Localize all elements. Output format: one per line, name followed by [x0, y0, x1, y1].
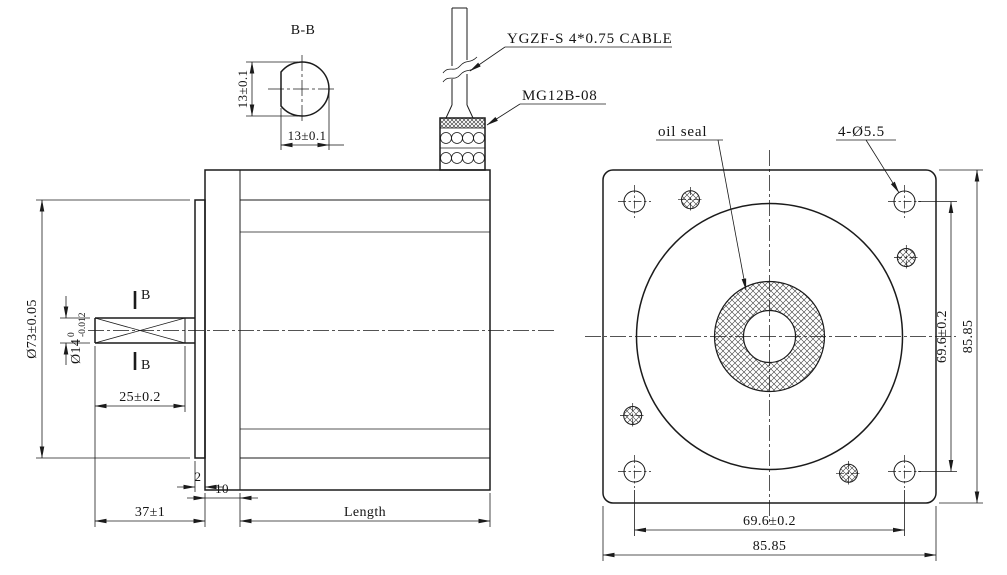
motor-body-outline [204, 169, 491, 491]
dim-body-length: Length [239, 493, 491, 527]
dim-boss-step: 2 [177, 461, 223, 492]
dim-shaft-tol-upper: 0 [67, 332, 77, 337]
dim-flange-right-text: 85.85 [961, 320, 976, 354]
section-view-bb: B-B 13±0.1 13±0.1 [235, 23, 344, 150]
cable [442, 7, 478, 119]
section-letter-bottom: B [141, 358, 151, 373]
mounting-hole-bottom-right [888, 455, 921, 488]
dim-flat-length: 25±0.2 [94, 346, 186, 412]
mounting-hole-top-right [888, 185, 921, 218]
dim-boss-step-text: 2 [195, 469, 202, 484]
dim-shaft-extension-text: 37±1 [135, 505, 165, 520]
dim-hole-spacing-bottom: 69.6±0.2 [634, 490, 905, 536]
dim-flange-bottom: 85.85 [602, 506, 937, 561]
mounting-hole-top-left [618, 185, 651, 218]
dim-section-height-text: 13±0.1 [235, 70, 250, 109]
assembly-screw-2 [894, 245, 919, 270]
oil-seal-label: oil seal [658, 124, 707, 140]
dim-hole-spacing-right-text: 69.6±0.2 [935, 310, 950, 363]
dim-section-width: 13±0.1 [280, 92, 344, 150]
mounting-holes [618, 185, 921, 488]
dim-section-height: 13±0.1 [235, 61, 298, 117]
dim-flange-right: 85.85 [939, 169, 983, 504]
mounting-hole-bottom-left [618, 455, 651, 488]
connector-label: MG12B-08 [522, 88, 598, 104]
holes-label: 4-Ø5.5 [838, 124, 885, 140]
side-view: B B Ø73±0.05 Ø14 0 -0.012 [25, 169, 556, 527]
shaft-outline [94, 317, 195, 344]
dim-section-width-text: 13±0.1 [288, 128, 327, 143]
section-view-label: B-B [291, 23, 316, 38]
dim-flange-thickness: 10 [187, 481, 258, 527]
dim-shaft-extension: 37±1 [94, 412, 206, 527]
oil-seal-callout: oil seal [656, 124, 747, 291]
cable-break-line-1 [442, 56, 478, 74]
pilot-boss [194, 199, 206, 459]
shaft-flat-diagonal-2 [94, 317, 186, 344]
cable-break-line-2 [442, 65, 478, 83]
dim-shaft-diameter: Ø14 0 -0.012 [60, 296, 90, 365]
dim-hole-spacing-bottom-text: 69.6±0.2 [743, 514, 796, 529]
connector [439, 117, 486, 171]
dim-shaft-diameter-text: Ø14 [69, 339, 84, 364]
assembly-screws [620, 187, 919, 486]
assembly-screw-4 [836, 461, 861, 486]
connector-knurl [440, 132, 485, 164]
cable-assembly: YGZF-S 4*0.75 CABLE MG12B-08 [439, 7, 673, 171]
dim-body-diameter: Ø73±0.05 [25, 199, 190, 459]
front-view: oil seal 4-Ø5.5 69.6±0.2 85.85 [585, 124, 983, 561]
section-letter-top: B [141, 288, 151, 303]
connector-callout: MG12B-08 [486, 88, 606, 126]
cable-label: YGZF-S 4*0.75 CABLE [507, 31, 673, 47]
dim-body-length-text: Length [344, 505, 386, 520]
cable-callout: YGZF-S 4*0.75 CABLE [469, 31, 673, 72]
dim-shaft-tol-lower: -0.012 [78, 312, 88, 337]
dim-hole-spacing-right: 69.6±0.2 [918, 201, 957, 472]
dim-flat-length-text: 25±0.2 [119, 390, 161, 405]
holes-callout: 4-Ø5.5 [836, 124, 900, 194]
assembly-screw-1 [678, 187, 703, 212]
assembly-screw-3 [620, 403, 645, 428]
dim-flange-bottom-text: 85.85 [753, 539, 787, 554]
dim-flange-thickness-text: 10 [215, 481, 229, 496]
dim-body-diameter-text: Ø73±0.05 [25, 299, 40, 359]
